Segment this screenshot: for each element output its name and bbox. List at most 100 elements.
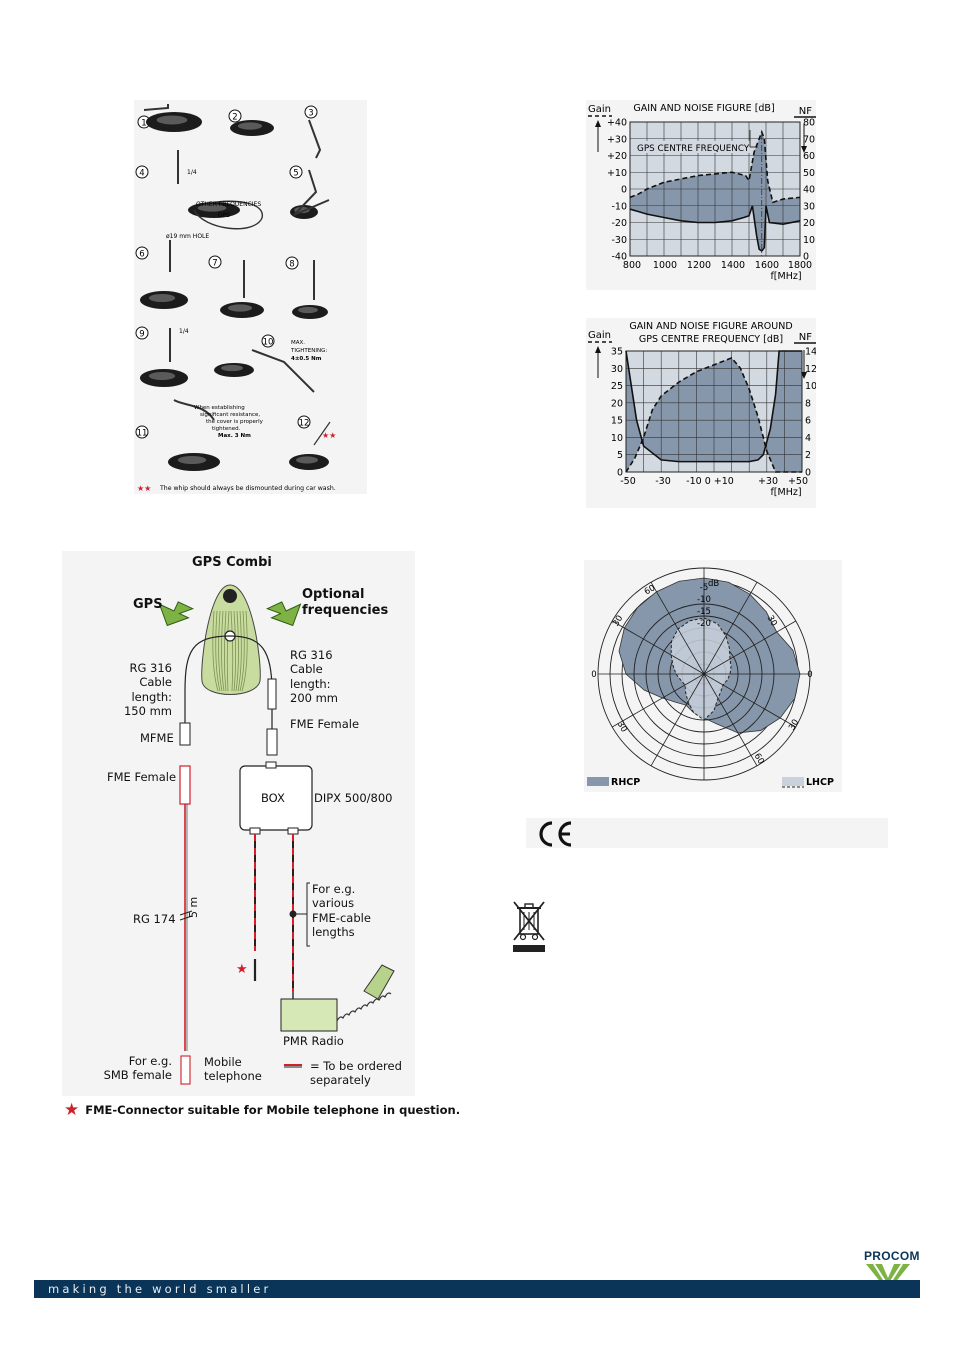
left-cable-line: 150 mm	[123, 704, 172, 719]
installation-tool-stroke	[293, 169, 330, 216]
y-tick-label-right: 4	[805, 433, 811, 444]
antenna-rib	[221, 610, 225, 692]
polar-spoke	[703, 582, 758, 675]
antenna-rib	[224, 610, 227, 692]
x-tick-label: 800	[623, 260, 641, 271]
polar-spoke	[650, 673, 705, 766]
antenna-rib	[237, 610, 242, 692]
coiled-cord	[336, 992, 392, 1022]
step-number-label: 5	[293, 169, 298, 179]
left-rg316-cable	[184, 635, 231, 723]
antenna-base-highlight	[148, 371, 176, 381]
box-top-port	[265, 761, 277, 769]
rg174-label: RG 174	[133, 912, 176, 926]
max-tightening-label: MAX.	[291, 340, 305, 346]
lhcp-legend-swatch	[782, 777, 804, 786]
gps-combi-wiring-diagram: ★	[158, 584, 395, 1085]
installation-tool-stroke	[143, 104, 169, 111]
y-tick-label-left: 0	[617, 468, 623, 479]
step-number-label: 11	[137, 429, 148, 439]
optional-label-2: frequencies	[302, 603, 389, 618]
whip-line	[313, 421, 331, 446]
y-tick-label-left: +10	[607, 168, 627, 179]
fme-female-connector-right	[266, 728, 278, 756]
footer-slogan: making the world smaller	[48, 1282, 272, 1296]
quarter-turn-label: 1/4	[187, 169, 197, 176]
car-wash-note: The whip should always be dismounted dur…	[159, 485, 336, 492]
fme-female-connector-left	[179, 765, 191, 805]
y-tick-label-left: +20	[607, 151, 627, 162]
series-nf-line	[629, 205, 801, 253]
cable-loop	[193, 200, 263, 230]
pmr-radio-box	[280, 998, 338, 1032]
angle-label: 0	[591, 670, 596, 680]
y-tick-label-right: 6	[805, 416, 811, 427]
gain-up-arrowhead	[595, 346, 601, 353]
right-cable-line: Cable	[290, 662, 323, 677]
x-tick-label: -30	[655, 476, 671, 487]
step-number-label: 9	[139, 330, 144, 340]
step-number-label: 4	[139, 169, 144, 179]
polar-spoke	[612, 620, 705, 675]
resistance-note: tightened.	[212, 426, 241, 432]
star-note: ★ FME-Connector suitable for Mobile tele…	[64, 1100, 460, 1120]
y-tick-label-right: 0	[803, 252, 809, 263]
ce-mark-icon	[539, 821, 572, 847]
for-eg-line: FME-cable	[312, 910, 371, 925]
angle-label: 30	[787, 718, 801, 732]
y-tick-label-left: 30	[611, 364, 623, 375]
to-order-line: separately	[310, 1073, 371, 1088]
y-tick-label-right: 10	[805, 381, 816, 392]
installation-tool-stroke	[308, 119, 322, 159]
step-number-label: 6	[139, 250, 144, 260]
box-label: BOX	[261, 791, 285, 805]
polar-spoke	[703, 673, 796, 728]
star-note-text: FME-Connector suitable for Mobile teleph…	[85, 1103, 461, 1117]
smb-line: SMB female	[103, 1068, 172, 1083]
to-order-line: = To be ordered	[310, 1059, 402, 1073]
polar-spoke	[703, 620, 796, 675]
ring-label: -5	[700, 583, 708, 593]
series-gain-line	[629, 129, 801, 204]
x-tick-label: 1000	[653, 260, 677, 271]
ring-label: -15	[697, 607, 711, 617]
ring-label: -10	[697, 595, 711, 605]
y-tick-label-left: 25	[611, 381, 623, 392]
for-eg-line: For e.g.	[312, 882, 356, 896]
gain-axis-label: Gain	[588, 330, 611, 341]
step-number-circle	[297, 415, 311, 429]
step-number-circle	[289, 165, 303, 179]
antenna-base-highlight	[197, 204, 227, 212]
right-cable-line: RG 316	[290, 648, 333, 662]
right-cable-spec: RG 316 Cable length: 200 mm	[290, 648, 338, 706]
y-tick-label-right: 14	[805, 347, 816, 358]
y-tick-label-left: 0	[621, 185, 627, 196]
plot-border	[629, 121, 801, 257]
ring-unit-label: dB	[708, 579, 719, 589]
plot-border	[625, 350, 803, 473]
x-tick-label: 1800	[788, 260, 812, 271]
chart-title: GAIN AND NOISE FIGURE [dB]	[633, 103, 774, 114]
step-number-label: 7	[212, 259, 217, 269]
lhcp-legend-label: LHCP	[806, 777, 834, 788]
weee-bin-icon	[513, 901, 545, 952]
y-tick-label-left: +40	[607, 118, 627, 129]
antenna-base-highlight	[227, 304, 253, 312]
optional-label-1: Optional	[302, 587, 365, 602]
y-tick-label-left: -20	[611, 218, 627, 229]
step-number-label: 12	[299, 419, 310, 429]
gain-noise-figure-chart: +40+30+20+100-10-20-30-40807060504030201…	[588, 103, 816, 282]
antenna-base-highlight	[296, 456, 318, 464]
installation-tool-stroke	[251, 349, 315, 393]
angle-label: 30	[611, 614, 625, 628]
rhcp-legend-swatch	[587, 777, 609, 786]
max-tightening-label: TIGHTENING:	[290, 348, 327, 354]
y-tick-label-right: 20	[803, 218, 815, 229]
y-tick-label-right: 50	[803, 168, 815, 179]
angle-label: 30	[765, 614, 779, 628]
x-tick-label: +50	[788, 476, 808, 487]
mfme-label: MFME	[140, 731, 174, 745]
x-tick-label: -10 0 +10	[686, 476, 734, 487]
step-number-label: 10	[263, 338, 274, 348]
